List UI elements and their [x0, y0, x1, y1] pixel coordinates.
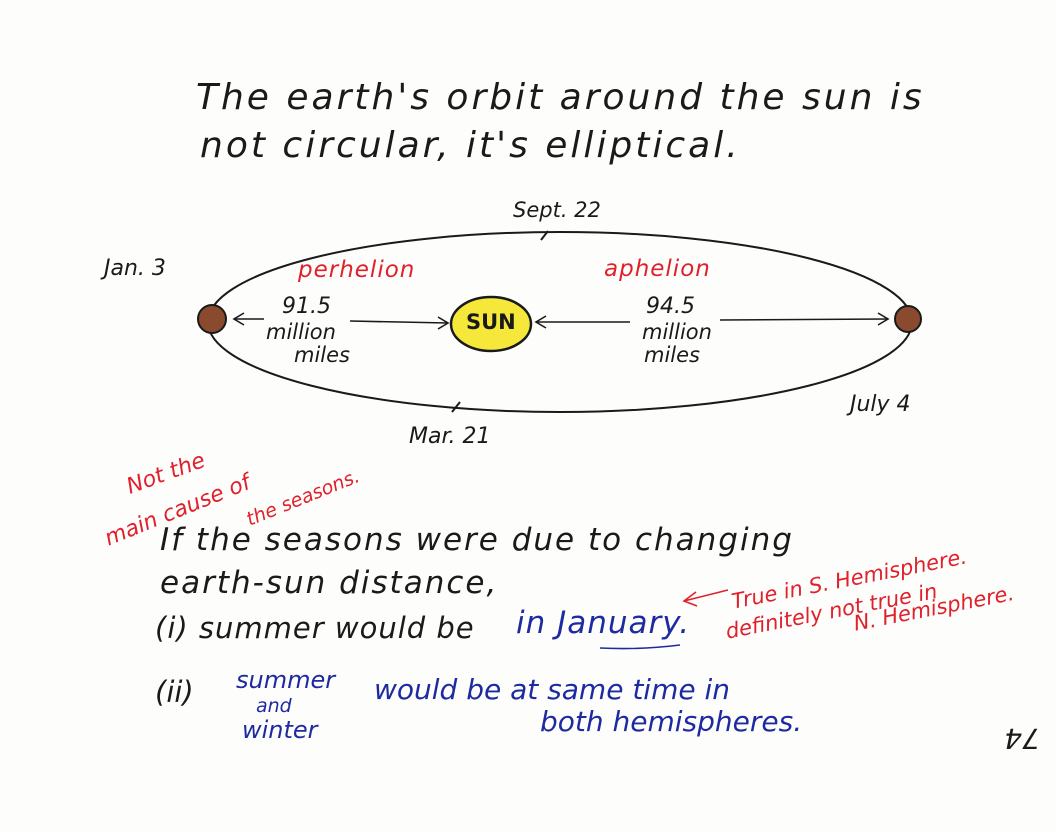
- far-distance-unit-1: million: [642, 320, 712, 344]
- title-line-1: The earth's orbit around the sun is: [196, 77, 925, 118]
- earth-aphelion: [894, 305, 922, 333]
- mar-tick: [451, 401, 461, 413]
- item-1-prefix: (i) summer would be: [155, 611, 475, 645]
- page-number: 74: [1004, 722, 1040, 755]
- near-distance-value: 91.5: [282, 294, 331, 319]
- near-arrow-right: [349, 320, 449, 324]
- sun-circle: [449, 295, 533, 353]
- near-arrow-left-head: [232, 312, 245, 326]
- near-distance-unit-1: million: [266, 320, 336, 344]
- sept-tick: [540, 230, 549, 241]
- perihelion-label: perhelion: [298, 257, 416, 283]
- item-2-word-summer: summer: [236, 666, 336, 694]
- mar-label: Mar. 21: [409, 424, 491, 449]
- item-2-prefix: (ii): [155, 675, 194, 709]
- january-underline: [599, 644, 681, 650]
- far-distance-value: 94.5: [646, 294, 695, 319]
- body-line-2: earth-sun distance,: [160, 565, 499, 601]
- body-line-1: If the seasons were due to changing: [160, 522, 794, 558]
- far-distance-unit-2: miles: [644, 343, 700, 367]
- far-arrow-left-head: [534, 315, 547, 329]
- far-arrow-right-head: [877, 312, 890, 326]
- note-arrow: [683, 589, 729, 602]
- item-2-line-2: both hemispheres.: [540, 705, 803, 738]
- note-arrow-head: [682, 591, 698, 607]
- item-2-line-1: would be at same time in: [374, 673, 731, 706]
- jan-label: Jan. 3: [104, 256, 166, 281]
- title-line-2: not circular, it's elliptical.: [200, 125, 741, 166]
- near-arrow-right-head: [437, 316, 450, 330]
- item-1-value: in January.: [516, 605, 691, 641]
- aphelion-label: aphelion: [604, 256, 711, 282]
- sept-label: Sept. 22: [513, 198, 601, 222]
- earth-perihelion: [197, 304, 227, 334]
- far-arrow-right: [719, 318, 889, 321]
- item-2-word-and: and: [256, 695, 292, 717]
- near-distance-unit-2: miles: [294, 343, 350, 367]
- july-label: July 4: [850, 392, 911, 417]
- sun-label: SUN: [466, 310, 516, 334]
- item-2-word-winter: winter: [242, 716, 318, 744]
